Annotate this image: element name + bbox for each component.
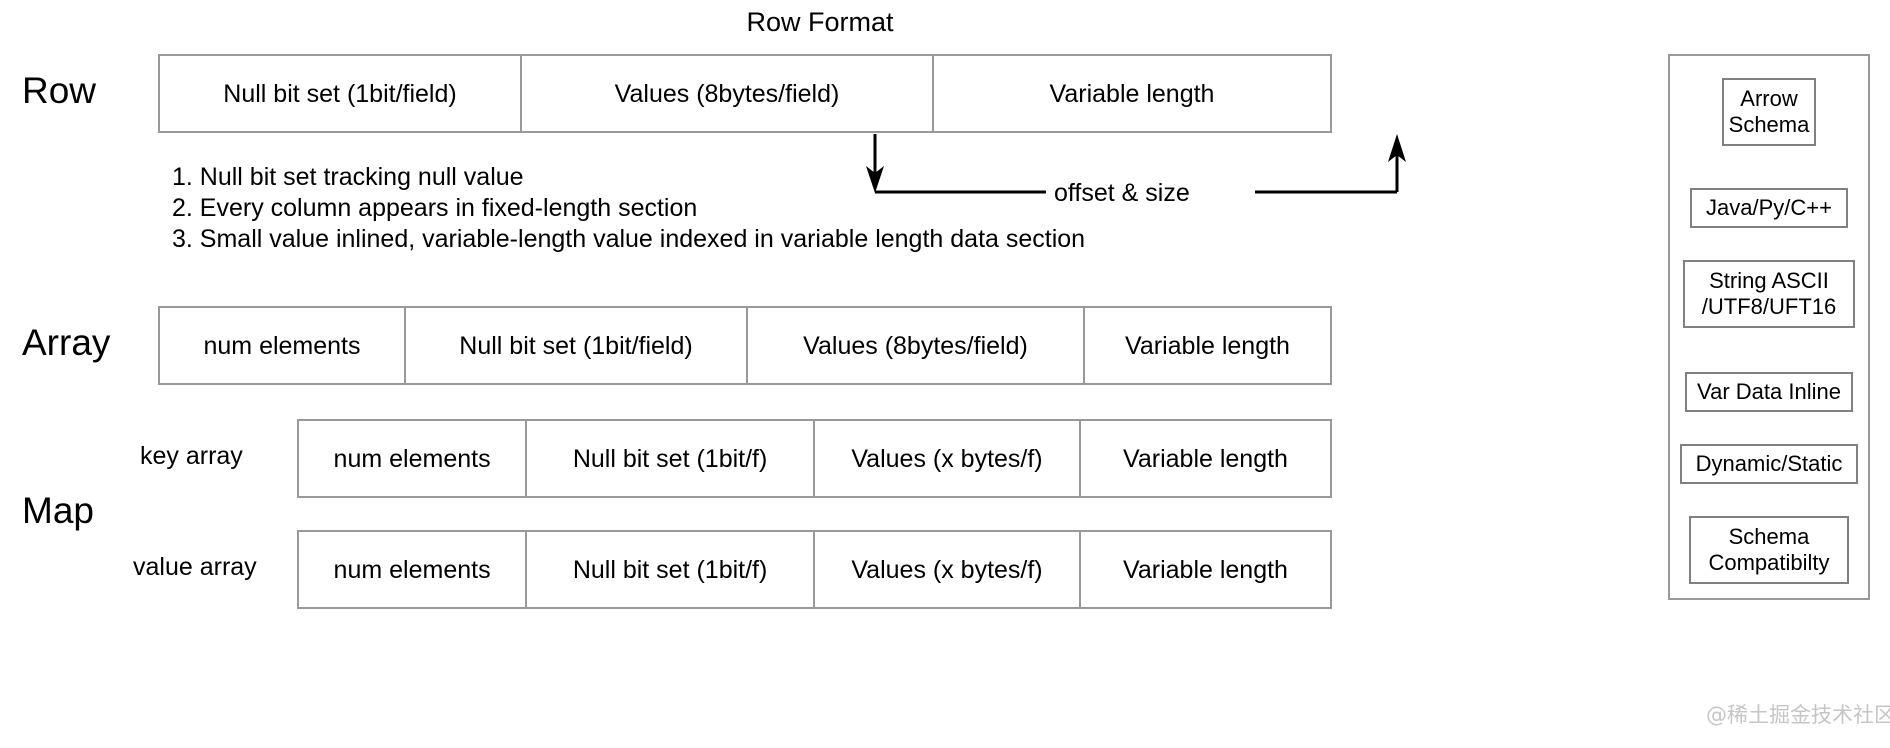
side-chip-string-encoding[interactable]: String ASCII /UTF8/UFT16 bbox=[1683, 260, 1855, 328]
map-key-cell-values[interactable]: Values (x bytes/f) bbox=[815, 421, 1081, 496]
row-struct-table: Null bit set (1bit/field) Values (8bytes… bbox=[158, 54, 1332, 133]
feature-side-panel: Arrow Schema Java/Py/C++ String ASCII /U… bbox=[1668, 54, 1870, 600]
map-value-cell-values[interactable]: Values (x bytes/f) bbox=[815, 532, 1081, 607]
map-section-label: Map bbox=[22, 490, 94, 531]
side-chip-schema-compatibility[interactable]: Schema Compatibilty bbox=[1689, 516, 1849, 584]
map-key-struct-table: num elements Null bit set (1bit/f) Value… bbox=[297, 419, 1332, 498]
side-chip-java-py-cpp[interactable]: Java/Py/C++ bbox=[1690, 188, 1848, 228]
map-value-cell-variable-length[interactable]: Variable length bbox=[1123, 555, 1288, 584]
row-cell-null-bit-set[interactable]: Null bit set (1bit/field) bbox=[160, 56, 522, 131]
page-title: Row Format bbox=[746, 7, 894, 37]
row-cell-variable-length[interactable]: Variable length bbox=[1049, 79, 1215, 108]
array-cell-variable-length[interactable]: Variable length bbox=[1125, 331, 1290, 360]
offset-up-arrow-head bbox=[1388, 134, 1406, 162]
side-chip-arrow-schema[interactable]: Arrow Schema bbox=[1722, 78, 1816, 146]
map-value-cell-num-elements[interactable]: num elements bbox=[299, 532, 528, 607]
row-section-label: Row bbox=[22, 70, 97, 111]
note-item-1: 1. Null bit set tracking null value bbox=[172, 163, 524, 191]
note-item-2: 2. Every column appears in fixed-length … bbox=[172, 194, 698, 222]
map-value-struct-table: num elements Null bit set (1bit/f) Value… bbox=[297, 530, 1332, 609]
map-key-array-label: key array bbox=[140, 442, 243, 470]
side-chip-var-data-inline[interactable]: Var Data Inline bbox=[1685, 372, 1853, 412]
notes-list: 1. Null bit set tracking null value 2. E… bbox=[172, 162, 1085, 255]
row-cell-values[interactable]: Values (8bytes/field) bbox=[522, 56, 934, 131]
map-value-cell-null-bit-set[interactable]: Null bit set (1bit/f) bbox=[527, 532, 816, 607]
array-cell-values[interactable]: Values (8bytes/field) bbox=[748, 308, 1085, 383]
map-key-cell-null-bit-set[interactable]: Null bit set (1bit/f) bbox=[527, 421, 816, 496]
map-value-array-label: value array bbox=[133, 553, 257, 581]
offset-size-label: offset & size bbox=[1054, 179, 1190, 207]
map-key-cell-variable-length[interactable]: Variable length bbox=[1123, 444, 1288, 473]
watermark: @稀土掘金技术社区 bbox=[1706, 703, 1890, 727]
note-item-3: 3. Small value inlined, variable-length … bbox=[172, 225, 1086, 253]
array-struct-table: num elements Null bit set (1bit/field) V… bbox=[158, 306, 1332, 385]
map-key-cell-num-elements[interactable]: num elements bbox=[299, 421, 528, 496]
array-cell-null-bit-set[interactable]: Null bit set (1bit/field) bbox=[406, 308, 748, 383]
array-section-label: Array bbox=[22, 322, 111, 363]
array-cell-num-elements[interactable]: num elements bbox=[160, 308, 406, 383]
side-chip-dynamic-static[interactable]: Dynamic/Static bbox=[1680, 444, 1858, 484]
